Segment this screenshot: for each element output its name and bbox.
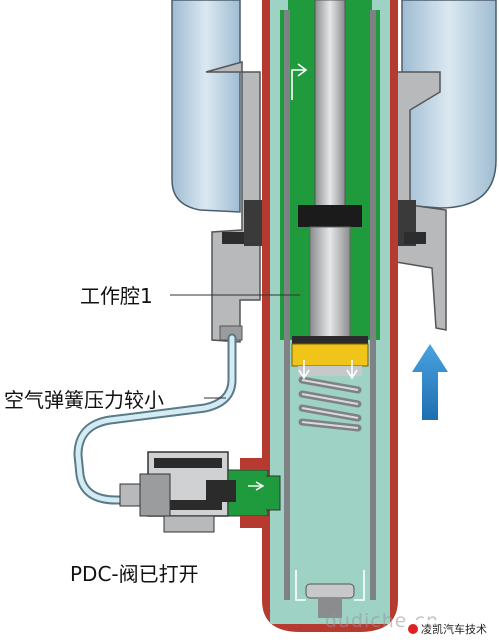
piston: [291, 336, 369, 376]
pdc-valve-label: PDC-阀已打开: [70, 562, 199, 586]
pdc-valve: [119, 451, 281, 533]
watermark-brand-text: 凌凯汽车技术: [421, 623, 487, 636]
air-bellows: [171, 0, 497, 213]
air-spring-pressure-label: 空气弹簧压力较小: [4, 388, 164, 412]
working-chamber-label: 工作腔1: [80, 284, 153, 308]
brand-logo-icon: [408, 624, 418, 634]
base-valve: [305, 583, 355, 618]
oil-flow-arrows: [291, 63, 365, 601]
pressure-arrow: [412, 344, 448, 420]
watermark-brand: 凌凯汽车技术: [404, 620, 491, 638]
piston-rod: [314, 0, 346, 216]
leader-lines: [170, 294, 300, 399]
